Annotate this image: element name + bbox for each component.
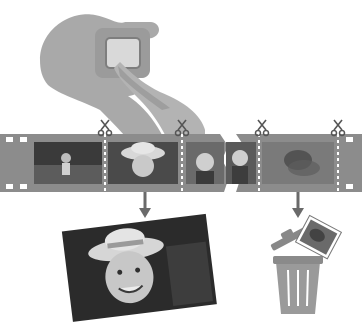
film-frame-4 [262,142,334,184]
arrow-down-icon [139,208,151,218]
film-strip [0,134,362,192]
film-frame-3 [186,142,224,184]
discarded-photo [296,215,342,258]
camcorder-screen [106,38,140,68]
kept-photo [61,213,217,322]
scissors-icon [256,120,269,136]
arrow-left-keep [139,192,151,218]
arrow-down-icon [292,208,304,218]
film-frame-1 [34,142,102,184]
film-frame-3b [226,142,256,184]
trash-can [268,215,342,314]
film-frame-2 [108,142,178,184]
arrow-right-delete [292,192,304,218]
scissors-icon [99,120,112,136]
scissors-icon [332,120,345,136]
